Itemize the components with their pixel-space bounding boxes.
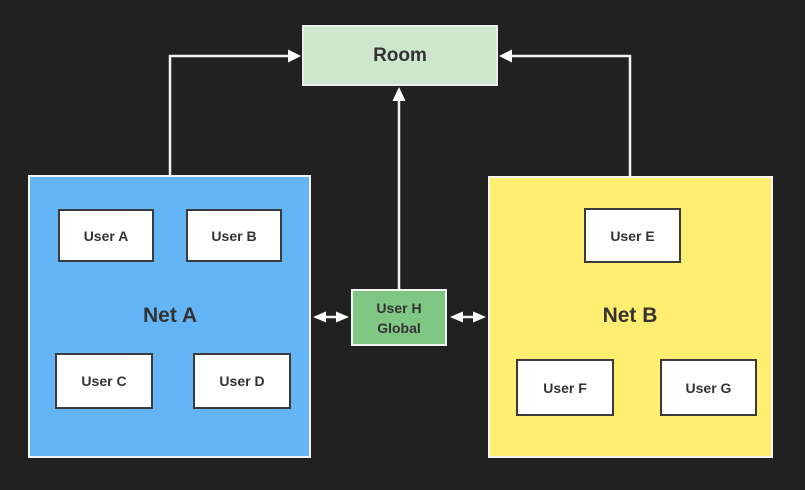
node-user-c: User C <box>55 353 153 409</box>
arrowhead-into-room-bottom <box>392 87 406 101</box>
arrowhead-toward-user-h-right <box>450 311 463 323</box>
node-user-h-global: User H Global <box>351 289 447 346</box>
node-user-f: User F <box>516 359 614 416</box>
node-user-e: User E <box>584 208 681 263</box>
node-user-d: User D <box>193 353 291 409</box>
arrowhead-toward-net-a <box>313 311 326 323</box>
arrowhead-toward-net-b <box>473 311 486 323</box>
arrowhead-toward-user-h-left <box>336 311 349 323</box>
arrowhead-into-room-right <box>499 49 512 63</box>
node-user-g: User G <box>660 359 757 416</box>
connector-net-b-to-room <box>510 54 632 177</box>
net-a-label: Net A <box>142 304 198 327</box>
node-user-a: User A <box>58 209 154 262</box>
connector-net-a-to-room <box>168 54 290 176</box>
net-b-label: Net B <box>602 304 658 327</box>
arrowhead-into-room-left <box>288 49 301 63</box>
node-room: Room <box>302 25 498 86</box>
node-user-b: User B <box>186 209 282 262</box>
